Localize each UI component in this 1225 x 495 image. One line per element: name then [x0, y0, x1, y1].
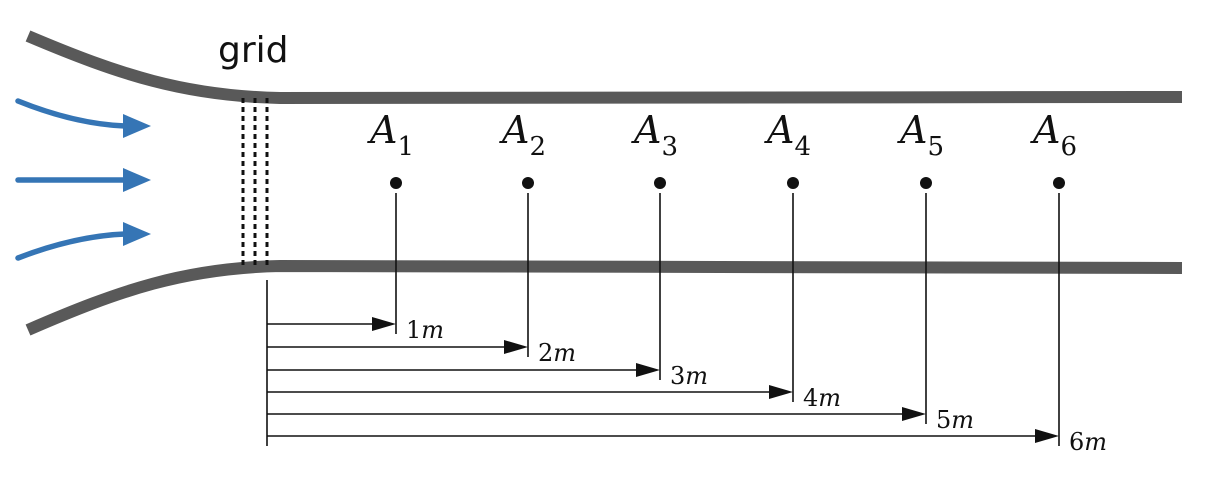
- point-a6-marker: [1053, 177, 1065, 189]
- distance-unit: m: [421, 316, 444, 344]
- distance-arrow-head-5m: [902, 407, 926, 421]
- point-label-a3: A3: [631, 108, 678, 162]
- bottom-channel-wall: [25, 259, 1183, 336]
- point-label-letter: A: [367, 108, 397, 152]
- distance-arrow-head-3m: [636, 363, 660, 377]
- distance-unit: m: [818, 384, 841, 412]
- distance-value: 4: [803, 384, 818, 412]
- point-a5-marker: [920, 177, 932, 189]
- point-label-a2: A2: [499, 108, 546, 162]
- distance-label-2m: 2m: [538, 339, 576, 367]
- point-label-subscript: 4: [794, 132, 811, 162]
- distance-unit: m: [1084, 428, 1107, 456]
- distance-unit: m: [553, 339, 576, 367]
- point-a1-marker: [390, 177, 402, 189]
- distance-arrow-head-2m: [504, 340, 528, 354]
- point-label-subscript: 3: [661, 132, 678, 162]
- distance-value: 2: [538, 339, 553, 367]
- distance-arrow-head-1m: [372, 317, 396, 331]
- point-label-a6: A6: [1030, 108, 1077, 162]
- distance-value: 3: [670, 362, 685, 390]
- flow-arrow-top: [15, 98, 128, 129]
- distance-arrow-head-4m: [769, 385, 793, 399]
- distance-value: 1: [406, 316, 421, 344]
- distance-value: 6: [1069, 428, 1084, 456]
- distance-unit: m: [685, 362, 708, 390]
- grid-label: grid: [218, 30, 289, 71]
- flow-arrow-top-head: [123, 114, 151, 138]
- point-label-letter: A: [631, 108, 661, 152]
- inflow-arrows: [15, 98, 151, 261]
- point-label-a1: A1: [367, 108, 414, 162]
- point-label-subscript: 1: [397, 132, 414, 162]
- distance-label-5m: 5m: [936, 406, 974, 434]
- point-label-letter: A: [1030, 108, 1060, 152]
- grid: [241, 98, 269, 266]
- point-a2-marker: [522, 177, 534, 189]
- point-label-subscript: 2: [529, 132, 546, 162]
- point-label-subscript: 6: [1060, 132, 1077, 162]
- point-label-a5: A5: [897, 108, 944, 162]
- distance-unit: m: [951, 406, 974, 434]
- distance-label-4m: 4m: [803, 384, 841, 412]
- distance-arrow-head-6m: [1035, 429, 1059, 443]
- distance-label-6m: 6m: [1069, 428, 1107, 456]
- distance-label-3m: 3m: [670, 362, 708, 390]
- point-label-letter: A: [499, 108, 529, 152]
- point-label-a4: A4: [764, 108, 811, 162]
- point-label-letter: A: [897, 108, 927, 152]
- flow-arrow-bottom-head: [123, 222, 151, 246]
- point-a4-marker: [787, 177, 799, 189]
- distance-label-1m: 1m: [406, 316, 444, 344]
- flow-arrow-middle-head: [123, 168, 151, 192]
- distance-value: 5: [936, 406, 951, 434]
- point-a3-marker: [654, 177, 666, 189]
- top-channel-wall: [25, 30, 1183, 105]
- point-label-letter: A: [764, 108, 794, 152]
- flow-arrow-bottom: [15, 231, 128, 261]
- point-label-subscript: 5: [927, 132, 944, 162]
